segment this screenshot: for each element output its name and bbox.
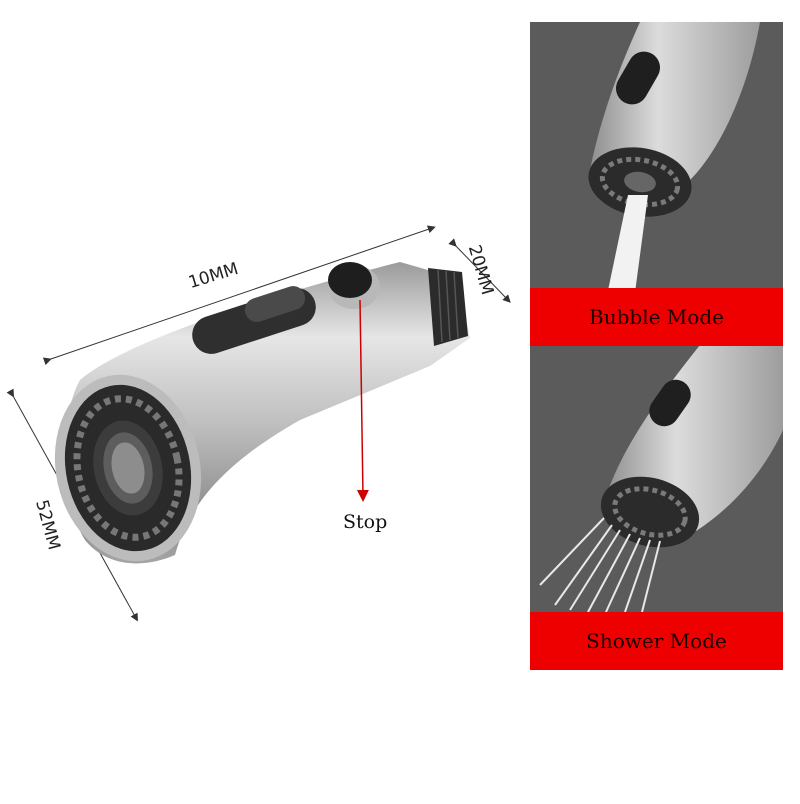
length-dimension-line bbox=[42, 225, 436, 366]
thread-dimension-line bbox=[448, 238, 511, 303]
stop-pointer-line bbox=[356, 299, 369, 502]
bubble-mode-sprayer bbox=[588, 22, 760, 300]
bubble-mode-banner: Bubble Mode bbox=[530, 288, 783, 346]
shower-mode-sprayer bbox=[539, 345, 783, 613]
shower-mode-banner: Shower Mode bbox=[530, 612, 783, 670]
sprayer-head bbox=[54, 262, 470, 564]
stop-label: Stop bbox=[343, 511, 388, 533]
